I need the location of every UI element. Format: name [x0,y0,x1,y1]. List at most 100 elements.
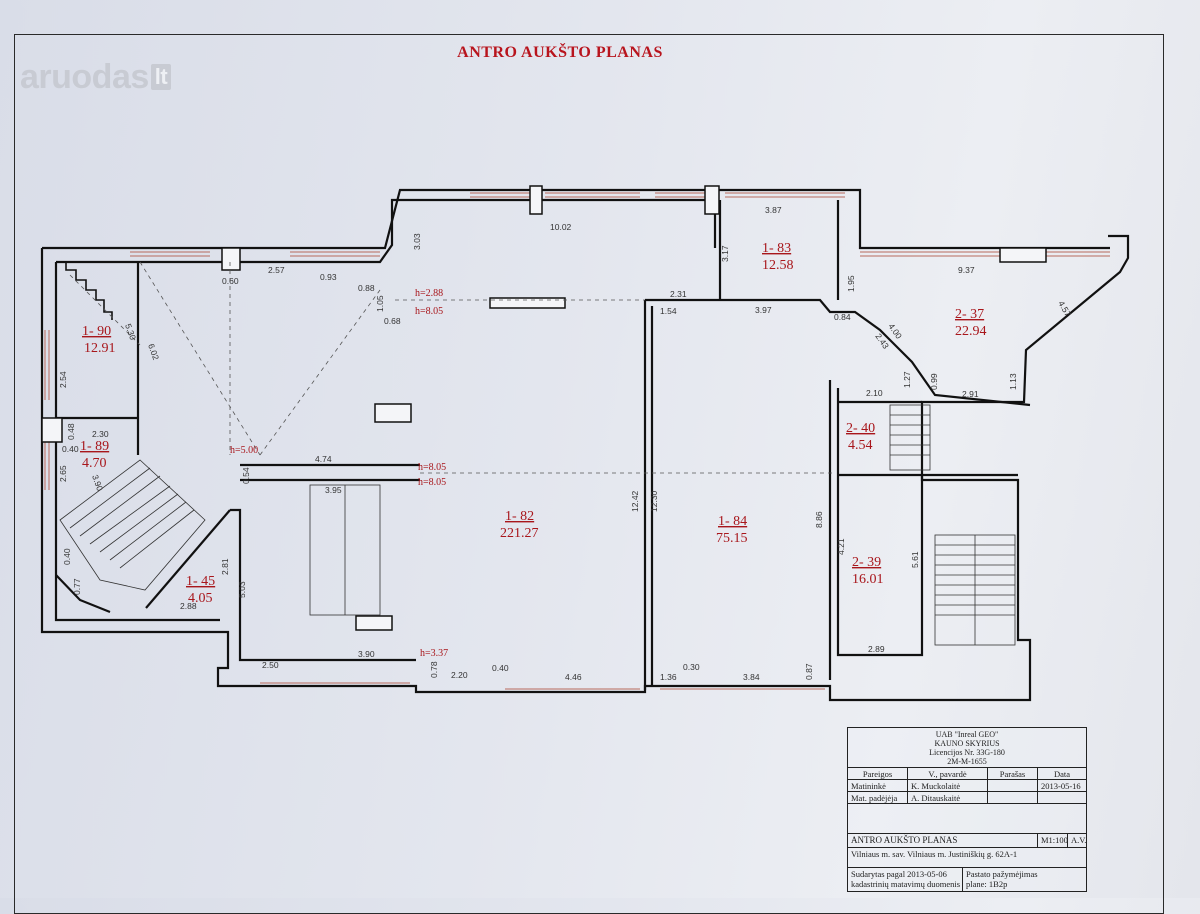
company-branch: KAUNO SKYRIUS [934,739,1000,748]
room-id-1-84: 1- 84 [718,514,747,529]
dim-label: 2.81 [220,558,230,575]
row-name: K. Muckolaitė [908,780,988,791]
dim-label: 1.13 [1008,373,1018,390]
height-label: h=8.05 [415,306,443,317]
row-position: Matininkė [848,780,908,791]
room-id-1-45: 1- 45 [186,574,215,589]
dim-label: 10.02 [550,222,572,232]
watermark-brand: aruodas [20,58,149,96]
dim-label: 3.95 [325,485,342,495]
dim-label: 3.84 [743,672,760,682]
dim-label: 3.17 [720,245,730,262]
title-block-empty [848,804,1086,834]
title-block-row: Mat. padėjėja A. Ditauskaitė [848,792,1086,804]
company-license: Licencijos Nr. 33G-180 [929,748,1005,757]
watermark-tld: lt [150,64,172,90]
dim-label: 1.95 [846,275,856,292]
dim-label: 5.30 [123,322,138,341]
row-signature [988,792,1038,803]
dim-label: 4.74 [315,454,332,464]
title-block-address-row: Vilniaus m. sav. Vilniaus m. Justiniškių… [848,848,1086,868]
dim-label: 2.50 [262,660,279,670]
row-date [1038,792,1086,803]
height-label: h=3.37 [420,648,448,659]
room-area-1-45: 4.05 [188,591,213,606]
dim-label: 0.88 [358,283,375,293]
company-name: UAB "Inreal GEO" [935,730,999,739]
room-id-2-37: 2- 37 [955,307,984,322]
room-id-1-82: 1- 82 [505,509,534,524]
dim-label: 0.77 [72,578,82,595]
dim-label: 0.68 [384,316,401,326]
dim-label: 2.88 [180,601,197,611]
window-openings [44,192,1110,690]
height-label: h=8.05 [418,477,446,488]
dim-label: 5.03 [237,581,247,598]
drawing-scale: M1:100 [1038,834,1068,847]
drawing-sheet: A.V. [1071,835,1086,845]
dim-label: 1.36 [660,672,677,682]
dim-label: 0.87 [804,663,814,680]
dim-label: 8.86 [814,511,824,528]
property-address: Vilniaus m. sav. Vilniaus m. Justiniškių… [851,849,1018,859]
room-area-1-84: 75.15 [716,531,748,546]
height-label: h=8.05 [418,462,446,473]
header-position: Pareigos [848,768,908,779]
dim-label: 2.10 [866,388,883,398]
title-block-footer-row: Sudarytas pagal 2013-05-06 kadastrinių m… [848,868,1086,891]
dim-label: 1.54 [660,306,677,316]
certificate-note: plane: 1B2p [966,879,1008,889]
dim-label: 0.40 [62,548,72,565]
dim-label: 0.93 [320,272,337,282]
dim-label: 2.30 [92,429,109,439]
header-date: Data [1053,769,1071,779]
dim-label: 1.05 [375,295,385,312]
room-area-1-90: 12.91 [84,341,116,356]
dim-label: 0.40 [62,444,79,454]
room-area-2-40: 4.54 [848,438,873,453]
stepped-left-wall [56,261,113,320]
dim-label: 2.31 [670,289,687,299]
dim-label: 0.99 [929,373,939,390]
dim-label: 3.87 [765,205,782,215]
dim-label: 2.65 [58,465,68,482]
row-position: Mat. padėjėja [848,792,908,803]
compiled-note: kadastrinių matavimų duomenis [851,879,961,889]
room-id-1-83: 1- 83 [762,241,791,256]
dim-label: 0.54 [241,467,251,484]
drawing-name: ANTRO AUKŠTO PLANAS [848,834,1038,847]
title-block-company: UAB "Inreal GEO" KAUNO SKYRIUS Licencijo… [848,728,1086,768]
dim-label: 6.02 [146,342,161,361]
dim-label: 0.40 [492,663,509,673]
room-area-2-39: 16.01 [852,572,884,587]
room-area-1-82: 221.27 [500,526,539,541]
dim-label: 3.90 [90,473,105,492]
height-label: h=5.00 [230,445,258,456]
plan-title: ANTRO AUKŠTO PLANAS [457,44,663,61]
certificate-note: Pastato pažymėjimas [966,869,1038,879]
dim-label: 0.84 [834,312,851,322]
dim-label: 0.30 [683,662,700,672]
room-area-1-83: 12.58 [762,258,794,273]
room-id-2-39: 2- 39 [852,555,881,570]
compiled-note: Sudarytas pagal 2013-05-06 [851,869,947,879]
dim-label: 0.60 [222,276,239,286]
dim-label: 1.27 [902,371,912,388]
room-id-2-40: 2- 40 [846,421,875,436]
dim-label: 2.91 [962,389,979,399]
dim-label: 2.89 [868,644,885,654]
room-id-1-89: 1- 89 [80,439,109,454]
dim-label: 2.57 [268,265,285,275]
dim-label: 2.20 [451,670,468,680]
dim-label: 3.97 [755,305,772,315]
height-label: h=2.88 [415,288,443,299]
room-area-2-37: 22.94 [955,324,987,339]
title-block-header-row: Pareigos V., pavardė Parašas Data [848,768,1086,780]
dim-label: 0.78 [429,661,439,678]
dim-label: 4.21 [836,538,846,555]
stairs [59,404,1016,646]
dim-label: 12.42 [630,490,640,512]
header-signature: Parašas [988,768,1038,779]
dim-label: 0.48 [66,423,76,440]
